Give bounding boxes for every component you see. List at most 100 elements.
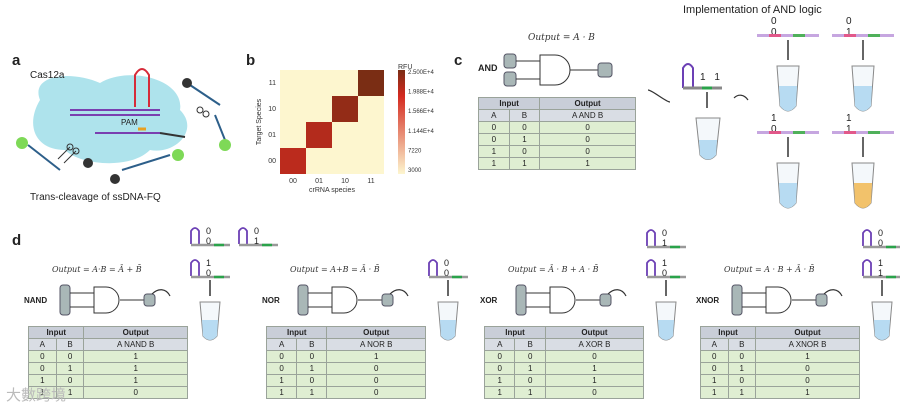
gate-icon — [93, 286, 120, 314]
y-tick-label: 01 — [268, 132, 276, 139]
heatmap-cell — [358, 148, 384, 174]
colorbar-tick-label: 1.566E+4 — [408, 109, 435, 115]
cas12a-protein-shape — [33, 75, 188, 164]
arrow-icon — [823, 289, 843, 297]
gate-label: NAND — [24, 296, 48, 305]
gate-icon — [549, 286, 576, 314]
panel-label-c: c — [454, 52, 463, 69]
arrow-icon — [733, 94, 749, 101]
pam-label: PAM — [121, 118, 138, 127]
heatmap-cell — [332, 70, 358, 96]
gate-icon — [765, 286, 792, 314]
panel-label-a: a — [12, 52, 21, 69]
heatmap-cell — [280, 148, 306, 174]
hairpin-icon — [862, 259, 900, 279]
heatmap-cell — [332, 96, 358, 122]
crrna-hairpin — [134, 68, 150, 107]
and-gate-label: AND — [478, 63, 498, 73]
ssdna-reporter — [27, 144, 61, 171]
heatmap-cell — [358, 122, 384, 148]
heatmap-cell — [332, 122, 358, 148]
panel-label-b: b — [246, 52, 256, 69]
tube-liquid — [779, 86, 797, 111]
panel-label-d: d — [12, 232, 22, 249]
hairpin-icon — [682, 63, 694, 88]
fluorophore-icon — [172, 149, 184, 161]
input-header: Input — [477, 97, 541, 110]
heatmap-cell — [358, 96, 384, 122]
heatmap-cell — [332, 148, 358, 174]
gate-label: XNOR — [696, 296, 720, 305]
hairpin-icon — [428, 259, 468, 279]
colorbar-tick-label: 3000 — [408, 168, 422, 174]
reaction-tube — [389, 280, 459, 341]
y-tick-label: 11 — [269, 80, 276, 87]
arrow-icon — [151, 289, 171, 297]
colorbar-title: RFU — [398, 64, 412, 71]
col-a: A — [478, 109, 510, 122]
y-tick-label: 10 — [268, 106, 276, 113]
heatmap-cell — [280, 122, 306, 148]
tube-liquid — [658, 320, 674, 340]
logic-gate-diagram — [731, 284, 828, 316]
cas12a-illustration — [16, 68, 231, 184]
hairpin-icon — [238, 227, 278, 247]
dna-strand — [159, 132, 186, 138]
center-bits: 1 1 — [700, 72, 723, 83]
tube-bits-label: 0 1 — [846, 16, 855, 38]
y-axis-label: Target Species — [256, 98, 263, 145]
quencher-icon — [110, 174, 120, 184]
tube-diagram — [757, 131, 819, 209]
gate-icon — [331, 286, 358, 314]
hairpin-icon — [190, 227, 230, 247]
tube-bits-label: 0 0 — [771, 16, 780, 38]
heatmap-cell — [358, 70, 384, 96]
col-out: A AND B — [539, 109, 636, 122]
x-tick-label: 11 — [367, 178, 374, 185]
quencher-icon — [83, 158, 93, 168]
scissors-icon — [196, 106, 210, 118]
scissors-icon — [57, 143, 80, 164]
and-implementation-title: Implementation of AND logic — [683, 4, 822, 16]
heatmap-cell — [306, 148, 332, 174]
colorbar-tick-label: 1.144E+4 — [408, 129, 435, 135]
arrow-icon — [607, 289, 627, 297]
quencher-icon — [182, 78, 192, 88]
output-header: Output — [539, 97, 636, 110]
heatmap-cell — [280, 70, 306, 96]
x-tick-label: 00 — [289, 178, 297, 185]
heatmap-cell — [306, 122, 332, 148]
logic-gate-diagram — [297, 284, 394, 316]
reaction-tube — [823, 280, 893, 341]
tube-liquid — [854, 183, 872, 208]
x-tick-label: 01 — [315, 178, 323, 185]
colorbar — [398, 70, 405, 174]
ssdna-reporter — [189, 84, 221, 106]
tube-liquid — [779, 183, 797, 208]
gate-label: XOR — [480, 296, 498, 305]
heatmap-cell — [306, 96, 332, 122]
and-equation: Output = A · B — [528, 33, 595, 43]
tube-liquid — [854, 86, 872, 111]
fluorophore-icon — [16, 137, 28, 149]
tube-diagram — [832, 34, 894, 112]
logic-gate-diagram — [59, 284, 156, 316]
colorbar-tick-label: 7220 — [408, 148, 422, 154]
x-tick-label: 10 — [341, 178, 349, 185]
arrow-icon — [647, 89, 671, 103]
hairpin-icon — [646, 259, 686, 279]
gate-label: NOR — [262, 296, 280, 305]
